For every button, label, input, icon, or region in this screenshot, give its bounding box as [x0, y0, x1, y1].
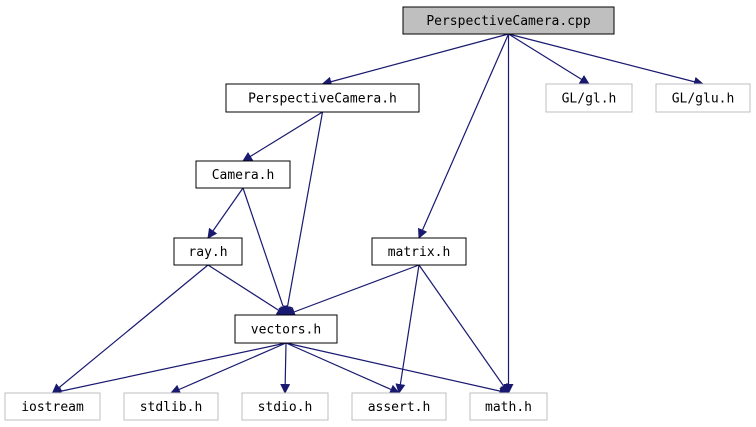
edge-perspectivecamera-h-to-camera-h: [242, 111, 323, 162]
node-box-stdlib-h: [123, 392, 219, 421]
node-label-perspectivecamera-cpp: PerspectiveCamera.cpp: [426, 14, 591, 29]
nodes-layer: PerspectiveCamera.cppPerspectiveCamera.h…: [4, 6, 751, 421]
node-label-math-h: math.h: [485, 400, 532, 415]
node-label-vectors-h: vectors.h: [251, 323, 321, 338]
node-label-gl-gl-h: GL/gl.h: [562, 92, 617, 107]
node-box-camera-h: [195, 160, 291, 189]
edge-vectors-h-to-iostream: [51, 342, 287, 397]
node-box-perspectivecamera-cpp: [402, 6, 615, 35]
node-label-gl-glu-h: GL/glu.h: [672, 92, 735, 107]
node-box-matrix-h: [371, 237, 467, 266]
node-label-ray-h: ray.h: [188, 245, 227, 260]
node-iostream: iostream: [4, 392, 101, 421]
edge-camera-h-to-ray-h: [207, 187, 244, 239]
node-label-stdio-h: stdio.h: [258, 400, 313, 415]
edge-vectors-h-to-math-h: [285, 342, 510, 396]
node-box-math-h: [469, 392, 548, 421]
node-box-ray-h: [173, 237, 243, 266]
edge-perspectivecamera-cpp-to-matrix-h: [418, 33, 510, 239]
edge-vectors-h-to-stdlib-h: [170, 342, 287, 394]
node-gl-glu-h: GL/glu.h: [655, 83, 751, 113]
node-math-h: math.h: [469, 392, 548, 421]
edge-matrix-h-to-vectors-h: [285, 264, 420, 317]
edge-vectors-h-to-assert-h: [285, 342, 400, 394]
edge-matrix-h-to-assert-h: [395, 264, 420, 394]
node-box-assert-h: [351, 392, 447, 421]
edge-vectors-h-to-stdio-h: [280, 342, 291, 394]
edges-layer: [51, 33, 704, 397]
node-box-stdio-h: [241, 392, 329, 421]
node-box-gl-glu-h: [655, 83, 751, 113]
node-label-perspectivecamera-h: PerspectiveCamera.h: [248, 92, 397, 107]
node-label-camera-h: Camera.h: [212, 168, 275, 183]
node-matrix-h[interactable]: matrix.h: [371, 237, 467, 266]
node-label-stdlib-h: stdlib.h: [140, 400, 203, 415]
node-gl-gl-h: GL/gl.h: [545, 83, 633, 113]
edge-perspectivecamera-cpp-to-perspectivecamera-h: [321, 33, 509, 87]
node-assert-h: assert.h: [351, 392, 447, 421]
edge-perspectivecamera-h-to-vectors-h: [282, 111, 324, 316]
edge-matrix-h-to-math-h: [418, 264, 510, 394]
node-box-iostream: [4, 392, 101, 421]
edge-perspectivecamera-cpp-to-gl-glu-h: [508, 33, 704, 87]
node-stdlib-h: stdlib.h: [123, 392, 219, 421]
node-ray-h[interactable]: ray.h: [173, 237, 243, 266]
node-label-assert-h: assert.h: [368, 400, 431, 415]
node-camera-h[interactable]: Camera.h: [195, 160, 291, 189]
node-vectors-h[interactable]: vectors.h: [234, 314, 338, 344]
edge-ray-h-to-iostream: [51, 264, 209, 394]
edge-ray-h-to-vectors-h: [207, 264, 287, 316]
node-perspectivecamera-cpp: PerspectiveCamera.cpp: [402, 6, 615, 35]
edge-perspectivecamera-cpp-to-gl-gl-h: [508, 33, 590, 85]
node-box-perspectivecamera-h: [225, 83, 420, 113]
node-box-vectors-h: [234, 314, 338, 344]
node-stdio-h: stdio.h: [241, 392, 329, 421]
node-box-gl-gl-h: [545, 83, 633, 113]
node-perspectivecamera-h[interactable]: PerspectiveCamera.h: [225, 83, 420, 113]
node-label-matrix-h: matrix.h: [388, 245, 451, 260]
node-label-iostream: iostream: [21, 400, 84, 415]
edge-camera-h-to-vectors-h: [242, 187, 288, 316]
